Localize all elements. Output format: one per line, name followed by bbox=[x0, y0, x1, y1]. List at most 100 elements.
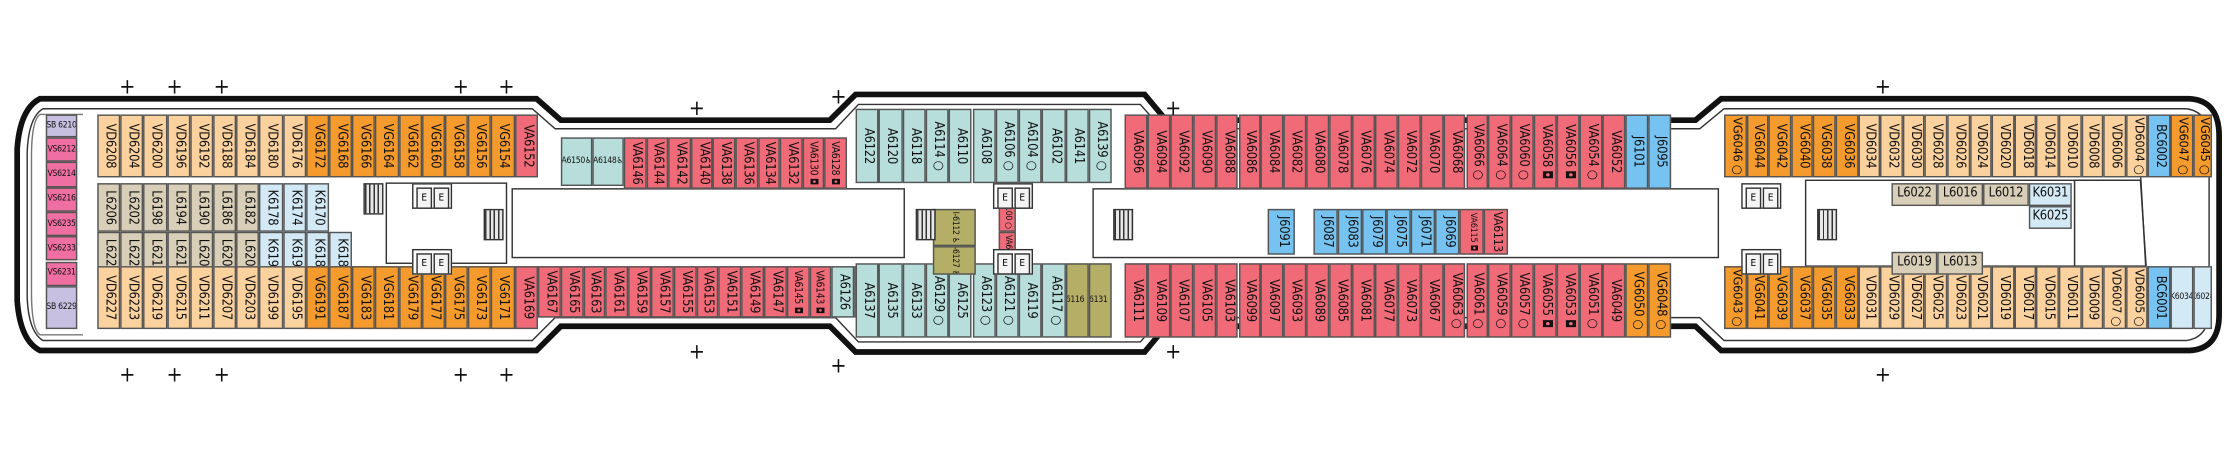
cabin[interactable]: VD6204 bbox=[120, 114, 144, 178]
cabin[interactable]: VA6145 ◘ bbox=[786, 266, 810, 318]
cabin[interactable]: VG6050 ○ bbox=[1625, 263, 1648, 338]
cabin[interactable]: BC6001 bbox=[2148, 266, 2171, 330]
cabin[interactable]: VD6227 bbox=[97, 266, 121, 330]
cabin[interactable]: VA6067 bbox=[1420, 263, 1444, 338]
cabin[interactable]: VG6173 bbox=[468, 266, 492, 330]
cabin[interactable]: VD6208 bbox=[97, 114, 121, 178]
cabin[interactable]: L6019 bbox=[1891, 251, 1938, 275]
cabin[interactable]: VD6005 ○ bbox=[2125, 266, 2149, 330]
cabin[interactable]: VG6175 bbox=[444, 266, 469, 330]
cabin[interactable]: VD6014 bbox=[2036, 114, 2059, 178]
cabin[interactable]: VA6086 bbox=[1238, 114, 1262, 189]
cabin[interactable]: VA6142 bbox=[668, 137, 691, 189]
cabin[interactable]: VA6076 bbox=[1352, 114, 1375, 189]
cabin[interactable]: VD6019 bbox=[1991, 266, 2015, 330]
cabin[interactable]: VD6192 bbox=[190, 114, 214, 178]
cabin[interactable]: VA6161 bbox=[605, 266, 629, 318]
cabin[interactable]: VD6020 bbox=[1991, 114, 2015, 178]
cabin[interactable]: VA6057 ○ bbox=[1511, 263, 1535, 338]
cabin[interactable]: VA6109 bbox=[1147, 263, 1171, 338]
cabin[interactable]: VD6176 bbox=[282, 114, 306, 178]
cabin[interactable]: VA6094 bbox=[1147, 114, 1171, 189]
cabin[interactable]: VA6053 ◘ bbox=[1556, 263, 1580, 338]
cabin[interactable]: VA6085 bbox=[1329, 263, 1353, 338]
cabin[interactable]: VA6115 ◘ bbox=[1459, 208, 1484, 255]
cabin[interactable]: VD6030 bbox=[1902, 114, 1925, 178]
cabin[interactable]: VA6055 ◘ bbox=[1534, 263, 1557, 338]
cabin[interactable]: VD6027 bbox=[1902, 266, 1925, 330]
cabin[interactable]: VA6147 bbox=[764, 266, 787, 318]
cabin[interactable]: VA6064 ○ bbox=[1488, 114, 1512, 189]
cabin[interactable]: VA6054 ○ bbox=[1579, 114, 1603, 189]
cabin[interactable]: VA6103 bbox=[1215, 263, 1239, 338]
cabin[interactable]: VG6179 bbox=[398, 266, 422, 330]
cabin[interactable]: VD6011 bbox=[2058, 266, 2082, 330]
cabin[interactable]: VD6028 bbox=[1924, 114, 1948, 178]
cabin[interactable]: VG6187 bbox=[329, 266, 353, 330]
cabin[interactable]: VA6157 bbox=[650, 266, 674, 318]
cabin[interactable]: L6182 bbox=[236, 183, 260, 232]
cabin[interactable]: VA6082 bbox=[1283, 114, 1307, 189]
cabin[interactable]: A6114 ○ bbox=[925, 108, 949, 184]
cabin[interactable]: VA6051 ○ bbox=[1579, 263, 1603, 338]
cabin[interactable]: VD6007 ○ bbox=[2103, 266, 2126, 330]
cabin[interactable]: L6186 bbox=[213, 183, 237, 232]
cabin[interactable]: VA6167 bbox=[537, 266, 561, 318]
cabin[interactable]: VS6214 bbox=[45, 162, 78, 187]
cabin[interactable]: L6194 bbox=[166, 183, 190, 232]
cabin[interactable]: A6102 bbox=[1042, 108, 1066, 184]
cabin[interactable]: A6150♿ bbox=[560, 137, 593, 186]
cabin[interactable]: VS6235 bbox=[45, 211, 78, 237]
cabin[interactable]: A6117 ○ bbox=[1042, 263, 1066, 338]
cabin[interactable]: VG6044 bbox=[1746, 114, 1769, 178]
cabin[interactable]: VA6072 bbox=[1397, 114, 1421, 189]
cabin[interactable]: VA6134 bbox=[757, 137, 781, 189]
cabin[interactable]: VD6004 ○ bbox=[2125, 114, 2149, 178]
cabin[interactable]: L6206 bbox=[97, 183, 121, 232]
cabin[interactable]: I-6112 ♿ bbox=[932, 208, 976, 247]
cabin[interactable]: VA6056 ◘ bbox=[1556, 114, 1580, 189]
cabin[interactable]: VA6060 ○ bbox=[1511, 114, 1535, 189]
cabin[interactable]: VG6038 bbox=[1813, 114, 1836, 178]
cabin[interactable]: VA6092 bbox=[1170, 114, 1193, 189]
cabin[interactable]: VA6066 ○ bbox=[1465, 114, 1489, 189]
cabin[interactable]: VG6162 bbox=[398, 114, 422, 178]
cabin[interactable]: VG6181 bbox=[375, 266, 399, 330]
cabin[interactable]: VA6080 bbox=[1306, 114, 1330, 189]
cabin[interactable]: J6091 bbox=[1267, 208, 1295, 255]
cabin[interactable]: VA6058 ◘ bbox=[1534, 114, 1557, 189]
cabin[interactable]: L6202 bbox=[120, 183, 144, 232]
cabin[interactable]: VD6195 bbox=[282, 266, 306, 330]
cabin[interactable]: VA6052 bbox=[1602, 114, 1626, 189]
cabin[interactable]: J6087 bbox=[1313, 208, 1338, 255]
cabin[interactable]: VA6093 bbox=[1283, 263, 1307, 338]
cabin[interactable]: A6137 bbox=[855, 263, 879, 338]
cabin[interactable]: VD6203 bbox=[236, 266, 260, 330]
cabin[interactable]: VD6006 bbox=[2103, 114, 2126, 178]
cabin[interactable]: VA6165 bbox=[560, 266, 584, 318]
cabin[interactable]: K6025 bbox=[2028, 206, 2072, 229]
cabin[interactable]: SB 6210 bbox=[45, 114, 78, 138]
cabin[interactable]: J6075 bbox=[1386, 208, 1411, 255]
cabin[interactable]: A6110 bbox=[948, 108, 973, 184]
cabin[interactable]: L6190 bbox=[190, 183, 214, 232]
cabin[interactable]: A6106 ○ bbox=[995, 108, 1019, 184]
cabin[interactable]: VA6074 bbox=[1374, 114, 1398, 189]
cabin[interactable]: VA6136 bbox=[735, 137, 758, 189]
cabin[interactable]: A6133 bbox=[902, 263, 926, 338]
cabin[interactable]: VG6191 bbox=[305, 266, 330, 330]
cabin[interactable]: VG6045 ○ bbox=[2193, 114, 2212, 178]
cabin[interactable]: VA6084 bbox=[1261, 114, 1284, 189]
cabin[interactable]: VG6033 bbox=[1835, 266, 1858, 330]
cabin[interactable]: VG6166 bbox=[352, 114, 376, 178]
cabin[interactable]: VD6024 bbox=[1969, 114, 1992, 178]
cabin[interactable]: VG6035 bbox=[1813, 266, 1836, 330]
cabin[interactable]: VA6061 ○ bbox=[1465, 263, 1489, 338]
cabin[interactable]: VD6010 bbox=[2058, 114, 2082, 178]
cabin[interactable]: K6028 bbox=[2193, 266, 2212, 330]
cabin[interactable]: VG6037 bbox=[1791, 266, 1814, 330]
cabin[interactable]: A6122 bbox=[855, 108, 879, 184]
cabin[interactable]: VD6008 bbox=[2081, 114, 2104, 178]
cabin[interactable]: VS6216 bbox=[45, 186, 78, 212]
cabin[interactable]: VG6164 bbox=[375, 114, 399, 178]
